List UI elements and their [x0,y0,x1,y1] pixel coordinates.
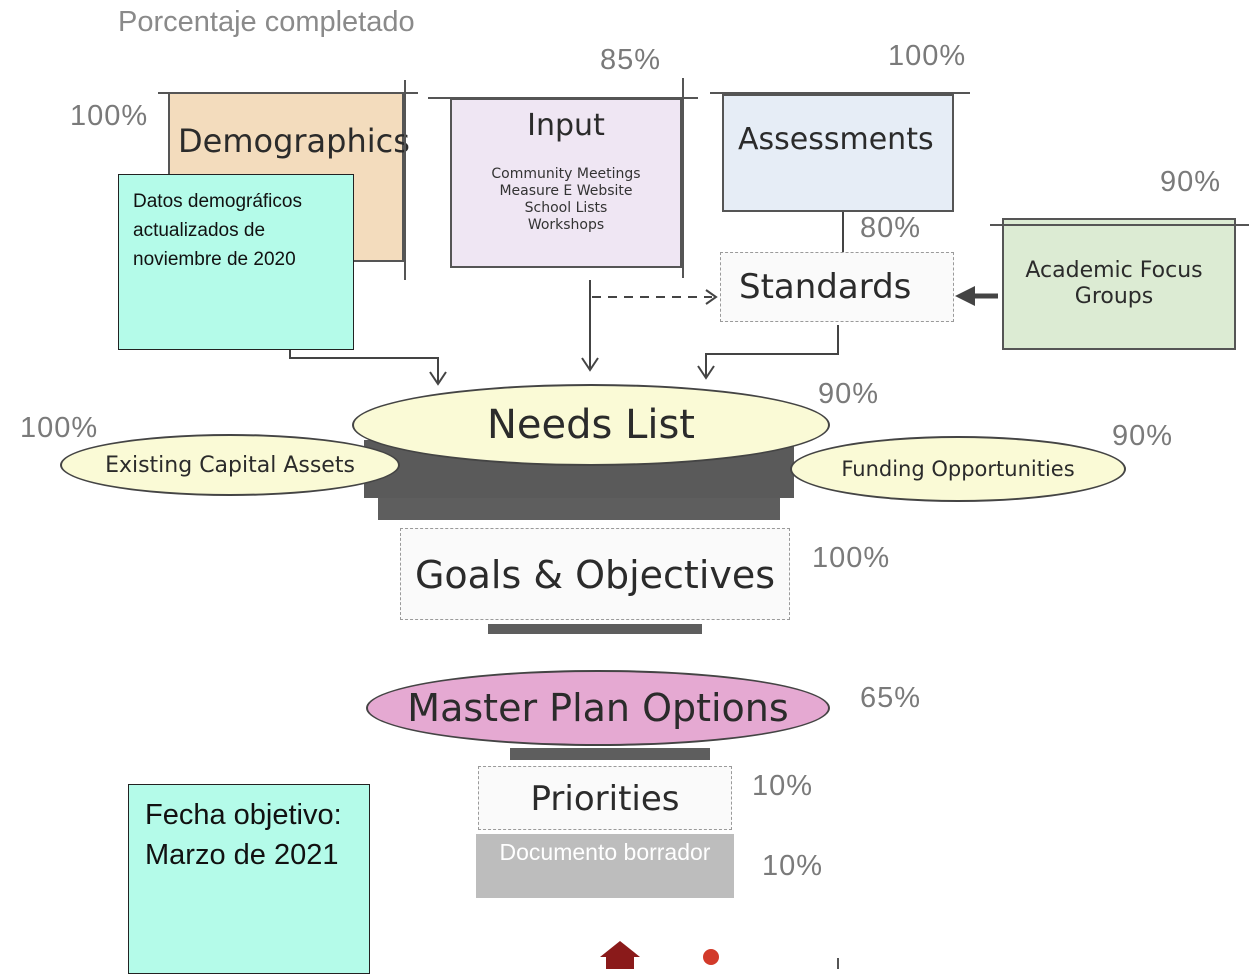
assessments-box: Assessments [722,94,954,212]
sketch-line [158,92,418,94]
draft-pct: 10% [762,850,824,882]
input-sub-item: School Lists [524,200,608,216]
demographics-label: Demographics [178,122,410,160]
demographics-pct: 100% [70,100,149,132]
needs-list-label: Needs List [486,402,695,448]
standards-block: Standards [720,252,954,322]
master-plan-label: Master Plan Options [407,686,789,730]
needs-list-oval: Needs List [352,384,830,466]
input-sub-item: Measure E Website [499,183,633,199]
demographics-note: Datos demográficos actualizados de novie… [118,174,354,350]
standards-label: Standards [739,267,912,307]
goals-block: Goals & Objectives [400,528,790,620]
assessments-pct: 100% [888,40,967,72]
academic-label: Academic Focus Groups [1025,258,1203,309]
academic-pct: 90% [1160,166,1222,198]
standards-pct: 80% [860,212,922,244]
input-sub-list: Community Meetings Measure E Website Sch… [452,166,680,234]
existing-assets-oval: Existing Capital Assets [60,434,400,496]
funding-oval: Funding Opportunities [790,436,1126,502]
goals-pct: 100% [812,542,891,574]
sketch-line [710,92,970,94]
priorities-label: Priorities [530,779,680,819]
existing-assets-label: Existing Capital Assets [105,452,355,478]
needs-list-pct: 90% [818,378,880,410]
priorities-block: Priorities [478,766,732,830]
input-pct: 85% [600,44,662,76]
academic-focus-box: Academic Focus Groups [1002,218,1236,350]
draft-label: Documento borrador [499,839,711,865]
priorities-pct: 10% [752,770,814,802]
assessments-label: Assessments [738,122,934,157]
input-sub-item: Community Meetings [491,166,641,182]
dark-band [378,498,780,520]
input-sub-item: Workshops [527,217,605,233]
dark-band [510,748,710,760]
target-date-note: Fecha objetivo: Marzo de 2021 [128,784,370,974]
sketch-line [428,97,698,99]
funding-pct: 90% [1112,420,1174,452]
input-box: Input Community Meetings Measure E Websi… [450,98,682,268]
draft-block: Documento borrador [476,834,734,898]
page-title: Porcentaje completado [118,6,415,38]
dark-band [488,624,702,634]
master-plan-pct: 65% [860,682,922,714]
input-label: Input [527,108,605,143]
sketch-line [682,78,684,278]
existing-assets-pct: 100% [20,412,99,444]
goals-label: Goals & Objectives [414,553,776,597]
sketch-line [404,80,406,280]
funding-label: Funding Opportunities [841,457,1075,481]
sketch-line [990,224,1249,226]
master-plan-oval: Master Plan Options [366,670,830,746]
